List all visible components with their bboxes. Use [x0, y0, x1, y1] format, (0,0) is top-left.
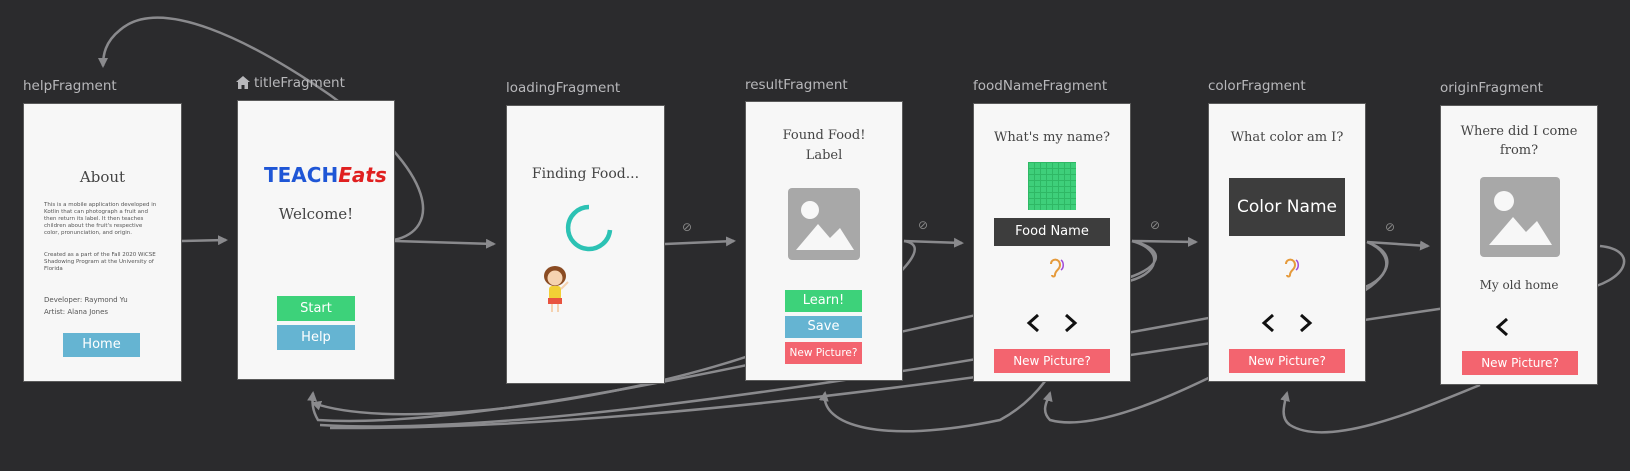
- origin-fragment-screen[interactable]: Where did I come from? My old home New P…: [1440, 105, 1598, 385]
- edge-origin-to-color: [1280, 383, 1481, 434]
- previous-arrow-icon[interactable]: [1024, 312, 1044, 334]
- food-image-placeholder-icon: [788, 188, 860, 260]
- action-icon: ⊘: [1385, 220, 1396, 234]
- result-fragment-screen[interactable]: Found Food! Label Learn! Save New Pictur…: [745, 101, 903, 381]
- loading-spinner-icon: [565, 204, 613, 252]
- new-picture-button[interactable]: New Picture?: [1462, 351, 1578, 375]
- new-picture-button[interactable]: New Picture?: [785, 342, 862, 364]
- foodname-fragment-screen[interactable]: What's my name? Food Name New Picture?: [973, 103, 1131, 382]
- edge-foodname-to-title: [307, 239, 1156, 423]
- color-fragment-screen[interactable]: What color am I? Color Name New Picture?: [1208, 103, 1366, 382]
- fragment-title-color[interactable]: colorFragment: [1208, 78, 1306, 94]
- about-paragraph: This is a mobile application developed i…: [44, 202, 157, 236]
- food-grid-image: [1028, 162, 1076, 210]
- artist-credit: Artist: Alana Jones: [44, 308, 109, 316]
- teach-logo: TEACHEats: [264, 163, 387, 187]
- label-text: Label: [805, 148, 843, 163]
- fragment-title-label: titleFragment: [254, 75, 345, 91]
- ear-sound-icon[interactable]: [1046, 256, 1066, 278]
- fragment-title-help[interactable]: helpFragment: [23, 78, 117, 94]
- edge-result-to-foodname: [903, 237, 964, 248]
- new-picture-button[interactable]: New Picture?: [994, 349, 1110, 373]
- edge-title-to-help: [98, 16, 425, 242]
- new-picture-button[interactable]: New Picture?: [1229, 349, 1345, 373]
- where-from-text: Where did I come from?: [1460, 124, 1578, 158]
- what-color-text: What color am I?: [1230, 130, 1344, 145]
- action-icon: ⊘: [682, 220, 693, 234]
- color-name-box: Color Name: [1229, 178, 1345, 236]
- next-arrow-icon[interactable]: [1060, 312, 1080, 334]
- about-heading: About: [79, 168, 126, 186]
- previous-arrow-icon[interactable]: [1259, 312, 1279, 334]
- welcome-text: Welcome!: [278, 205, 354, 223]
- fragment-title-origin[interactable]: originFragment: [1440, 80, 1543, 96]
- girl-character-icon: [544, 266, 569, 312]
- ear-sound-icon[interactable]: [1281, 256, 1301, 278]
- help-fragment-screen[interactable]: About This is a mobile application devel…: [23, 103, 182, 382]
- finding-food-text: Finding Food...: [531, 166, 640, 182]
- developer-credit: Developer: Raymond Yu: [44, 296, 128, 304]
- fragment-title-foodname[interactable]: foodNameFragment: [973, 78, 1108, 94]
- action-icon: ⊘: [918, 218, 929, 232]
- found-food-text: Found Food!: [782, 128, 866, 143]
- food-name-box: Food Name: [994, 218, 1110, 246]
- logo-eats-text: Eats: [338, 163, 387, 187]
- help-button[interactable]: Help: [277, 325, 355, 350]
- fragment-title-result[interactable]: resultFragment: [745, 77, 848, 93]
- loading-fragment-screen[interactable]: Finding Food...: [506, 105, 665, 384]
- edge-color-to-origin: [1366, 240, 1430, 251]
- edge-foodname-to-color: [1131, 236, 1198, 247]
- title-fragment-screen[interactable]: TEACHEats Welcome! Start Help: [237, 100, 395, 380]
- previous-arrow-icon[interactable]: [1493, 316, 1513, 338]
- edge-loading-to-result: [664, 236, 736, 247]
- save-button[interactable]: Save: [785, 316, 862, 338]
- edge-help-to-title: [181, 235, 228, 246]
- my-old-home-text: My old home: [1479, 278, 1559, 292]
- program-paragraph: Created as a part of the Fall 2020 WiCSE…: [44, 252, 156, 272]
- action-icon: ⊘: [1150, 218, 1161, 232]
- home-icon: [236, 76, 250, 89]
- home-button[interactable]: Home: [63, 333, 140, 357]
- fragment-title-loading[interactable]: loadingFragment: [506, 80, 621, 96]
- edge-title-to-loading: [394, 238, 496, 249]
- logo-teach-text: TEACH: [264, 163, 339, 187]
- next-arrow-icon[interactable]: [1295, 312, 1315, 334]
- start-button[interactable]: Start: [277, 296, 355, 321]
- learn-button[interactable]: Learn!: [785, 290, 862, 312]
- whats-my-name-text: What's my name?: [993, 130, 1110, 145]
- origin-image-placeholder-icon: [1480, 177, 1560, 257]
- fragment-title-title[interactable]: titleFragment: [236, 75, 345, 91]
